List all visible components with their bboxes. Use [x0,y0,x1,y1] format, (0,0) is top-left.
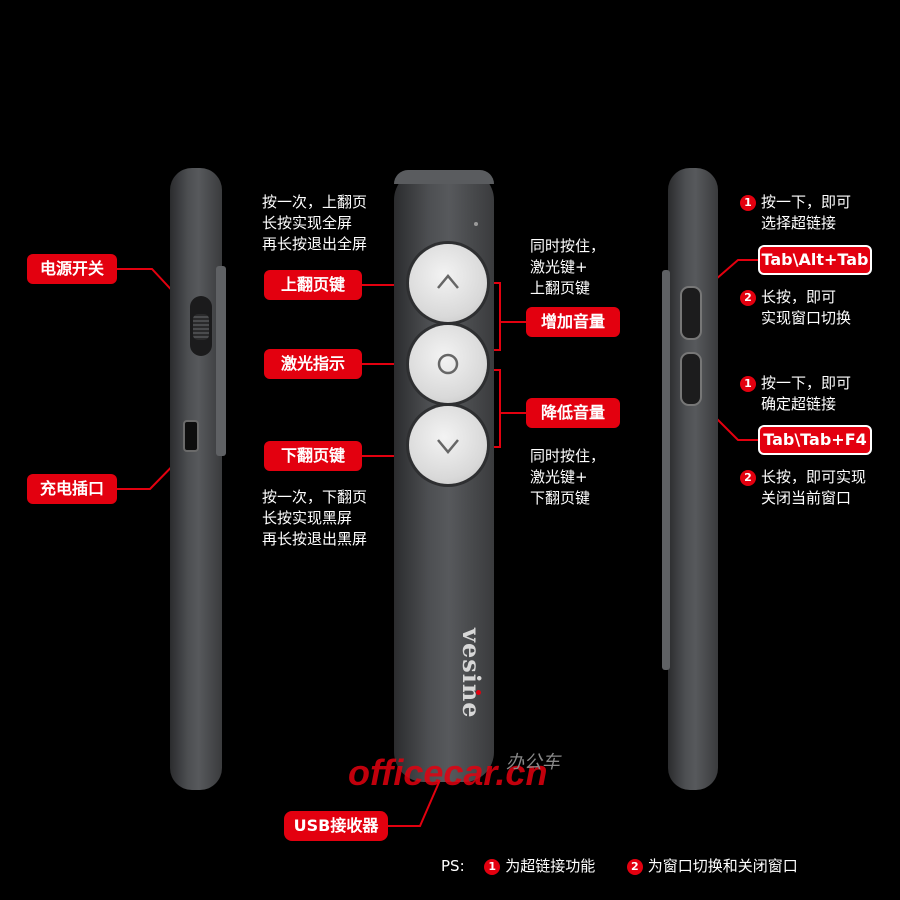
footer-note1: 为超链接功能 [505,857,596,875]
volume-down-description: 同时按住， 激光键+ 下翻页键 [530,447,606,507]
page-up-label: 上翻页键 [264,270,362,300]
laser-button[interactable] [409,325,487,403]
number-badge: 2 [626,859,643,875]
page-up-button[interactable] [409,244,487,322]
brand-dot [476,690,481,695]
footer-prefix: PS: [441,857,465,875]
volume-up-description: 同时按住， 激光键+ 上翻页键 [530,237,606,297]
bottom-key-combo-label: Tab\Tab+F4 [758,425,872,455]
watermark-cn-text: 办公车 [506,752,560,773]
power-switch-label: 电源开关 [27,254,117,284]
footer-note2: 为窗口切换和关闭窗口 [647,857,798,875]
page-up-description: 按一次，上翻页 长按实现全屏 再长按退出全屏 [262,193,368,253]
volume-down-label: 降低音量 [526,398,620,428]
right-bottom-key[interactable] [680,352,702,406]
left-device-side-view [170,168,222,790]
indicator-light [474,222,478,226]
charge-port-label: 充电插口 [27,474,117,504]
number-badge: 2 [740,470,756,486]
top-key-combo-label: Tab\Alt+Tab [758,245,872,275]
watermark-text: officecar.cn [348,752,548,793]
number-badge: 1 [484,859,501,875]
volume-up-label: 增加音量 [526,307,620,337]
circle-icon [409,325,487,403]
charge-port[interactable] [183,420,199,452]
usb-receiver-label: USB接收器 [284,811,388,841]
device-top-cap [394,170,494,184]
chevron-down-icon [409,406,487,484]
laser-label: 激光指示 [264,349,362,379]
right-device-side-view [668,168,718,790]
number-badge: 2 [740,290,756,306]
power-switch[interactable] [190,296,212,356]
right-side-rail [662,270,670,670]
page-down-description: 按一次，下翻页 长按实现黑屏 再长按退出黑屏 [262,488,368,548]
right-top-key[interactable] [680,286,702,340]
power-switch-slider [193,314,209,340]
left-side-rail [216,266,226,456]
page-down-button[interactable] [409,406,487,484]
number-badge: 1 [740,376,756,392]
chevron-up-icon [409,244,487,322]
page-down-label: 下翻页键 [264,441,362,471]
brand-logo: vesine [457,628,486,719]
number-badge: 1 [740,195,756,211]
